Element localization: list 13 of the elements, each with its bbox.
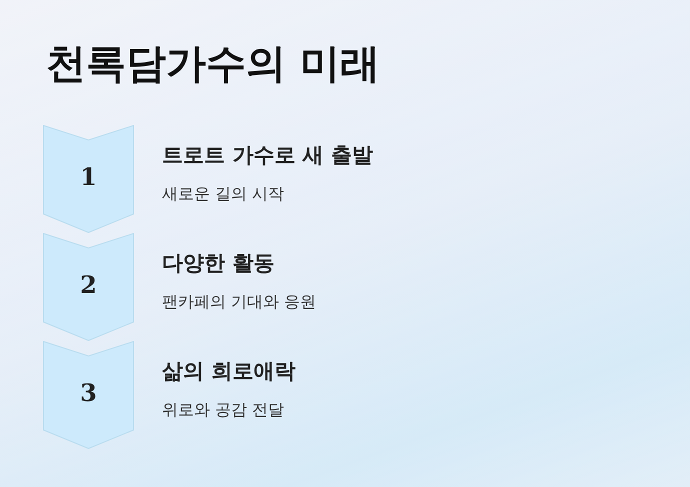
- step-description: 위로와 공감 전달: [162, 399, 284, 421]
- chevron-step: [43, 125, 134, 233]
- step-number: 2: [79, 269, 98, 301]
- step-heading: 다양한 활동: [162, 250, 274, 277]
- step-description: 팬카페의 기대와 응원: [162, 291, 316, 313]
- step-number: 3: [79, 377, 98, 409]
- step-number: 1: [79, 161, 98, 193]
- title: 천록담가수의 미래: [46, 40, 380, 89]
- step-description: 새로운 길의 시작: [162, 183, 284, 205]
- step-heading: 트로트 가수로 새 출발: [162, 142, 373, 169]
- chevron-step: [43, 233, 134, 341]
- chevron-step: [43, 341, 134, 449]
- step-heading: 삶의 희로애락: [162, 358, 296, 385]
